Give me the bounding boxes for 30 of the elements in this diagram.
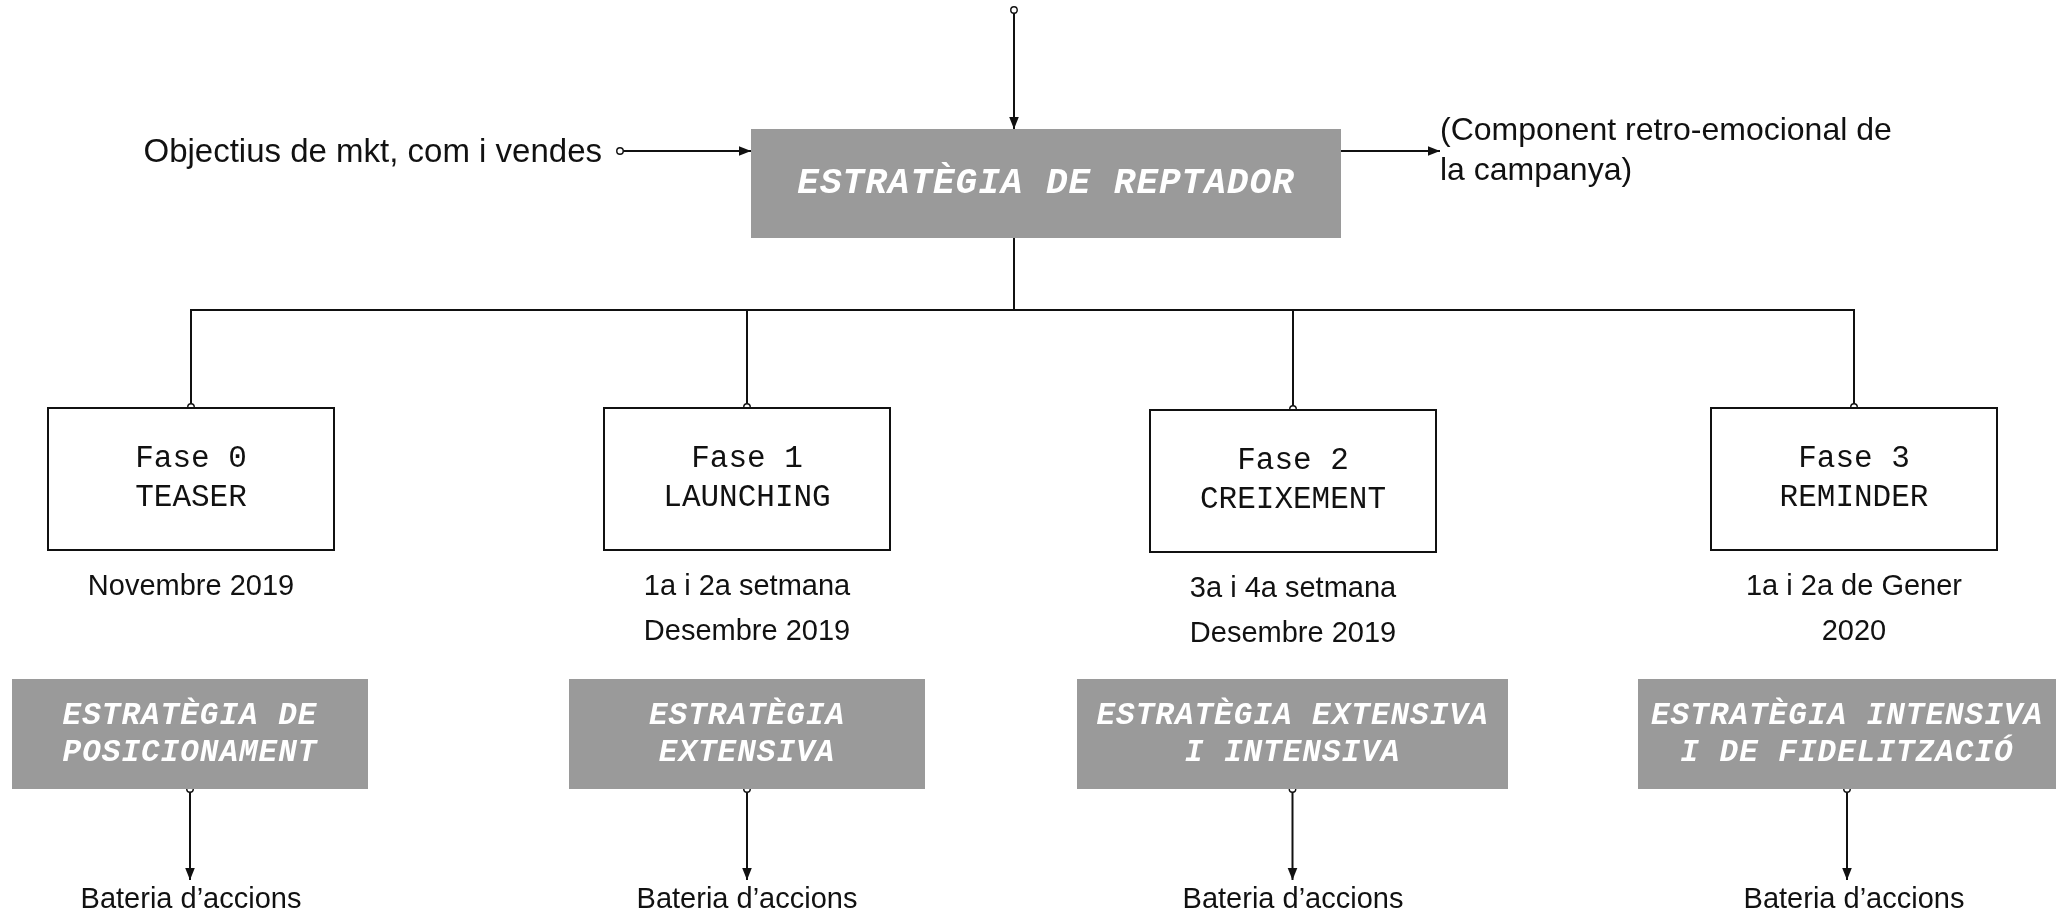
phase-name: REMINDER [1779, 479, 1929, 517]
text-label: Bateria d’accions [41, 880, 341, 917]
phase-box [603, 407, 891, 551]
text-label: Bateria d’accions [597, 880, 897, 917]
phase-name: LAUNCHING [663, 479, 831, 517]
arrow [1340, 146, 1441, 156]
date-label: 1a i 2a de Gener 2020 [1744, 568, 1963, 648]
strategy-box: ESTRATÈGIA EXTENSIVA [569, 679, 925, 789]
phase-number: Fase 0 [135, 440, 247, 479]
phase-name: CREIXEMENT [1200, 481, 1386, 519]
date-label: 1a i 2a setmana Desembre 2019 [642, 568, 852, 648]
text-label: (Component retro-emocional de la campanya) [1440, 104, 1910, 194]
date-label: Novembre 2019 [86, 568, 296, 603]
strategy-box: ESTRATÈGIA DE POSICIONAMENT [12, 679, 368, 789]
phase-box [1149, 409, 1437, 553]
arrow [1009, 6, 1019, 130]
phase-number: Fase 3 [1798, 440, 1910, 479]
phase-box [1710, 407, 1998, 551]
text-label: Objectius de mkt, com i vendes [90, 128, 620, 174]
text-label: Bateria d’accions [1704, 880, 2004, 917]
date-label: 3a i 4a setmana Desembre 2019 [1188, 570, 1398, 650]
text-label: Bateria d’accions [1143, 880, 1443, 917]
phase-number: Fase 1 [691, 440, 803, 479]
strategy-box: ESTRATÈGIA DE REPTADOR [751, 129, 1341, 238]
phase-number: Fase 2 [1237, 442, 1349, 481]
strategy-box: ESTRATÈGIA EXTENSIVA I INTENSIVA [1077, 679, 1508, 789]
phase-box [47, 407, 335, 551]
arrow [616, 146, 752, 156]
strategy-box: ESTRATÈGIA INTENSIVA I DE FIDELITZACIÓ [1638, 679, 2056, 789]
phase-name: TEASER [135, 479, 247, 517]
